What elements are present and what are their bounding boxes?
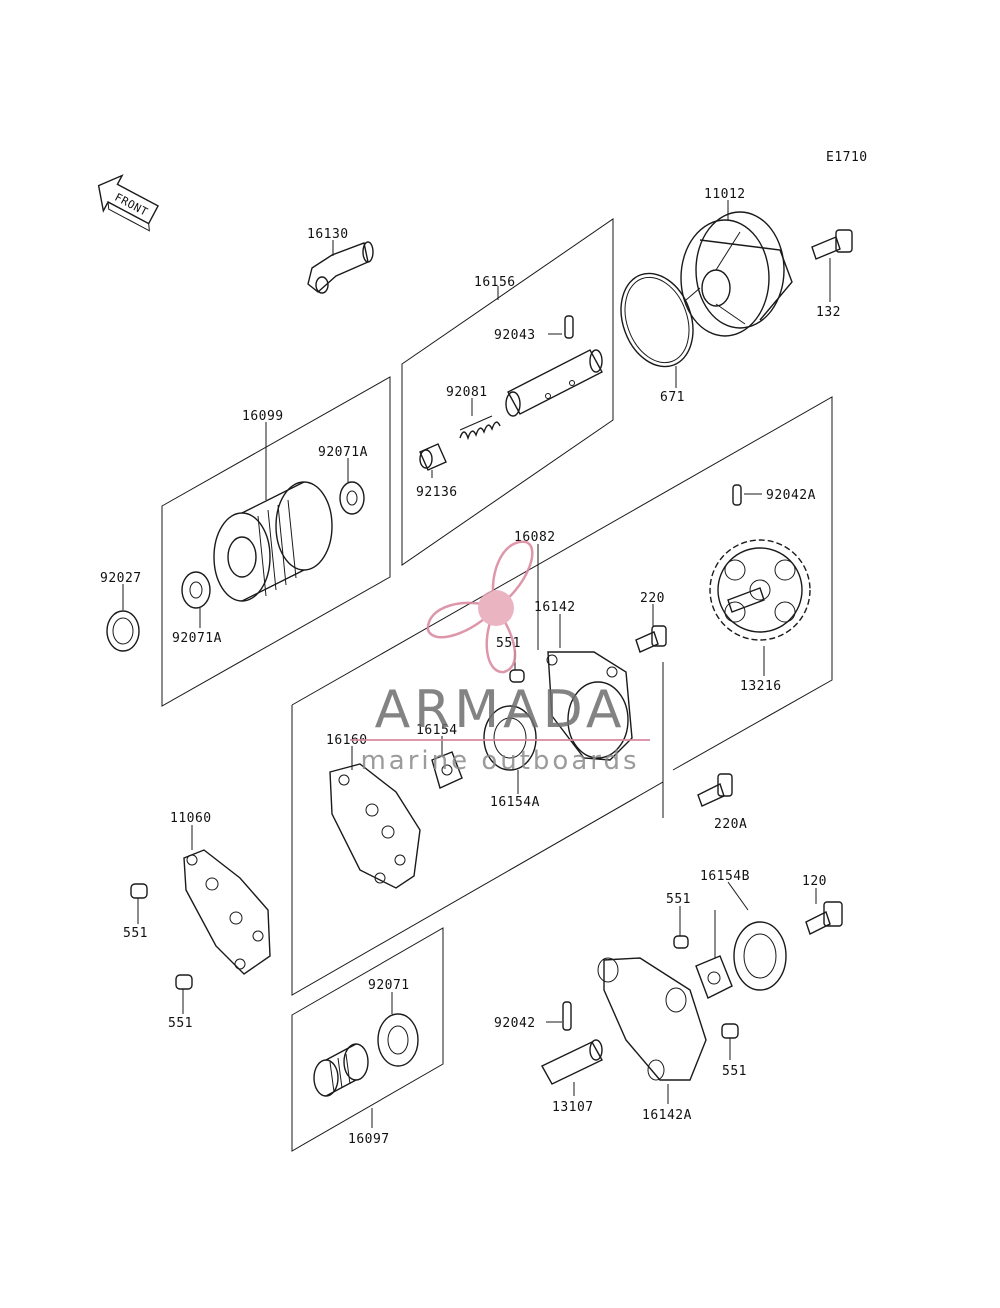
bolt-120-drawing xyxy=(805,901,843,935)
propeller-logo-icon xyxy=(426,540,534,674)
part-label-16142: 16142 xyxy=(534,600,576,615)
seal-92071-drawing xyxy=(377,1013,419,1067)
inner-rotor-16154B-drawing xyxy=(695,955,733,999)
armada-watermark: ARMADA marine outboards xyxy=(350,540,650,776)
gasket-11060-drawing xyxy=(183,849,271,975)
frame-strainer xyxy=(291,927,444,1152)
dowel-551-c-drawing xyxy=(175,974,193,990)
frame-relief-valve xyxy=(401,218,614,566)
part-label-551-c: 551 xyxy=(168,1016,193,1031)
part-label-16099: 16099 xyxy=(242,409,284,424)
part-label-92071: 92071 xyxy=(368,978,410,993)
part-label-551-a: 551 xyxy=(496,636,521,651)
plate-16160-drawing xyxy=(329,763,421,889)
part-label-120: 120 xyxy=(802,874,827,889)
bolt-220A-drawing xyxy=(697,773,733,807)
part-label-16154A: 16154A xyxy=(490,795,540,810)
part-label-551-b: 551 xyxy=(123,926,148,941)
part-label-671: 671 xyxy=(660,390,685,405)
watermark-tagline: marine outboards xyxy=(360,746,639,776)
inner-rotor-16154-drawing xyxy=(431,751,463,789)
dowel-551-b-drawing xyxy=(130,883,148,899)
part-label-16142A: 16142A xyxy=(642,1108,692,1123)
part-label-13107: 13107 xyxy=(552,1100,594,1115)
grommet-92071A-bottom-drawing xyxy=(181,571,211,609)
bolt-220-drawing xyxy=(635,625,667,653)
part-label-92042: 92042 xyxy=(494,1016,536,1031)
diagram-code: E1710 xyxy=(826,150,868,165)
part-label-220A: 220A xyxy=(714,817,747,832)
part-label-92071A-bottom: 92071A xyxy=(172,631,222,646)
oil-filter-16099-drawing xyxy=(213,481,333,602)
pump-housing-16142-drawing xyxy=(546,651,633,761)
group-frames xyxy=(161,218,833,1152)
shaft-13107-drawing xyxy=(541,1039,603,1085)
relief-valve-body-drawing xyxy=(505,349,603,417)
pin-92043-drawing xyxy=(564,315,574,339)
part-label-92027: 92027 xyxy=(100,571,142,586)
part-label-92043: 92043 xyxy=(494,328,536,343)
part-label-16154B: 16154B xyxy=(700,869,750,884)
pump-housing-16142A-drawing xyxy=(597,957,707,1081)
part-label-551-d: 551 xyxy=(666,892,691,907)
part-label-11012: 11012 xyxy=(704,187,746,202)
o-ring-671-drawing xyxy=(620,272,694,368)
watermark-brand: ARMADA xyxy=(375,680,626,740)
frame-oil-filter xyxy=(161,376,391,707)
dowel-551-d-drawing xyxy=(673,935,689,949)
gear-13216-drawing xyxy=(709,539,811,641)
fitting-16130-drawing xyxy=(307,241,374,294)
pump-cover-11012-drawing xyxy=(680,211,793,337)
dowel-551-a-drawing xyxy=(509,669,525,683)
part-label-16154: 16154 xyxy=(416,723,458,738)
part-label-11060: 11060 xyxy=(170,811,212,826)
part-labels: 16130 16156 92043 92081 92136 11012 132 … xyxy=(100,187,841,1147)
part-label-92081: 92081 xyxy=(446,385,488,400)
bolt-132-drawing xyxy=(811,229,853,260)
part-label-92136: 92136 xyxy=(416,485,458,500)
part-label-92071A-top: 92071A xyxy=(318,445,368,460)
part-label-16156: 16156 xyxy=(474,275,516,290)
piston-92136-drawing xyxy=(419,443,447,471)
strainer-16097-drawing xyxy=(313,1043,369,1097)
pin-92042A-drawing xyxy=(732,484,742,506)
spring-92081-drawing xyxy=(459,415,501,441)
frame-oil-pump xyxy=(291,396,833,771)
part-label-220: 220 xyxy=(640,591,665,606)
collar-92027-drawing xyxy=(106,610,140,652)
part-label-551-e: 551 xyxy=(722,1064,747,1079)
part-label-132: 132 xyxy=(816,305,841,320)
part-label-16130: 16130 xyxy=(307,227,349,242)
part-label-16160: 16160 xyxy=(326,733,368,748)
dowel-551-e-drawing xyxy=(721,1023,739,1039)
outer-rotor-16154A-drawing xyxy=(483,705,537,771)
outer-rotor-drawing xyxy=(733,921,787,991)
part-label-92042A: 92042A xyxy=(766,488,816,503)
leader-lines xyxy=(122,200,831,1128)
grommet-92071A-top-drawing xyxy=(339,481,365,515)
part-label-16097: 16097 xyxy=(348,1132,390,1147)
pin-92042-drawing xyxy=(562,1001,572,1031)
front-arrow-icon: FRONT xyxy=(97,174,159,232)
part-label-13216: 13216 xyxy=(740,679,782,694)
